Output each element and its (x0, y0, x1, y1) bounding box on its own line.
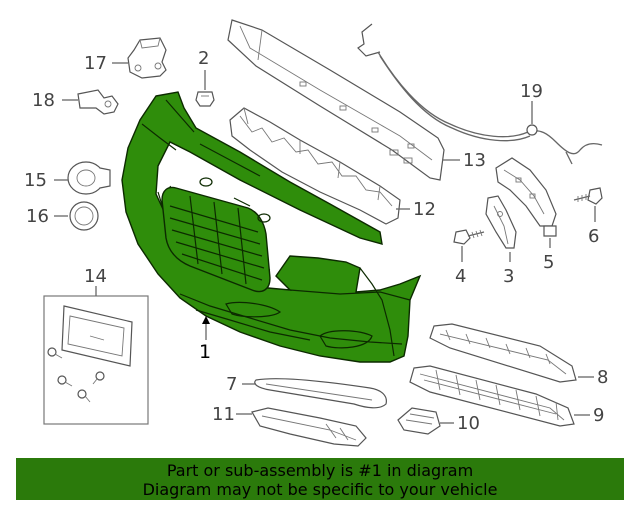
callout-9: 9 (593, 405, 604, 426)
callout-19: 19 (520, 81, 543, 102)
license-bracket-kit (43, 295, 149, 425)
callout-3: 3 (503, 266, 514, 287)
callout-15: 15 (24, 170, 47, 191)
callout-11: 11 (212, 404, 235, 425)
callout-1: 1 (199, 341, 211, 363)
callout-2: 2 (198, 48, 209, 69)
wiring-harness-part (357, 23, 603, 165)
callout-5: 5 (543, 252, 554, 273)
callout-17: 17 (84, 53, 107, 74)
banner-line-1: Part or sub-assembly is #1 in diagram (166, 461, 474, 480)
bolt-part-6 (573, 187, 603, 205)
callout-6: 6 (588, 226, 599, 247)
energy-absorber-part (229, 107, 401, 225)
callout-18: 18 (32, 90, 55, 111)
banner-line-2: Diagram may not be specific to your vehi… (142, 480, 498, 499)
lower-grille-mesh-part (409, 365, 575, 427)
callout-10: 10 (457, 413, 480, 434)
bracket-part-3 (485, 195, 517, 249)
lower-grille-upper-part (429, 323, 577, 383)
callout-7: 7 (226, 374, 237, 395)
bumper-cover-part-highlighted (121, 91, 422, 363)
callout-16: 16 (26, 206, 49, 227)
trim-strip-part-7 (254, 378, 387, 409)
callout-12: 12 (413, 199, 436, 220)
info-banner: Part or sub-assembly is #1 in diagram Di… (16, 458, 624, 500)
callout-14: 14 (84, 266, 107, 287)
side-bracket-part-5 (495, 157, 557, 237)
callout-13: 13 (463, 150, 486, 171)
bolt-part-4 (453, 229, 485, 245)
callout-8: 8 (597, 367, 608, 388)
reinforcement-beam-part (227, 19, 445, 181)
parking-sensor-part (67, 161, 111, 195)
screw-icons (47, 347, 105, 403)
sensor-bracket-part (77, 89, 119, 115)
sensor-housing-part (127, 37, 167, 79)
clip-part-2 (195, 91, 215, 107)
vent-part-10 (397, 407, 441, 435)
lower-trim-part-11 (251, 407, 367, 447)
callout-4: 4 (455, 266, 466, 287)
sensor-ring-part (69, 201, 99, 231)
